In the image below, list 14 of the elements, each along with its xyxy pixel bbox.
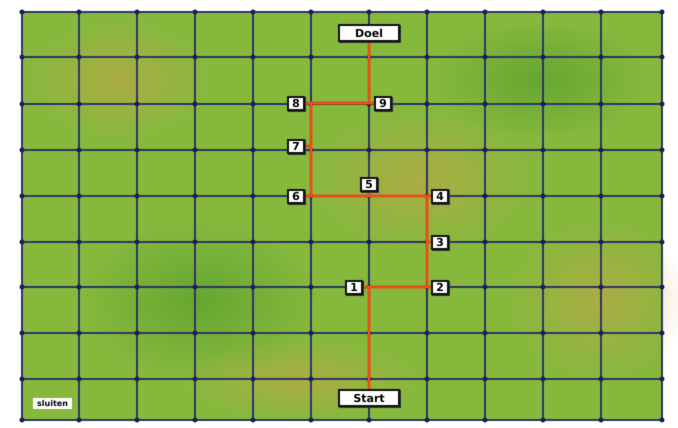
route-line: [426, 240, 431, 288]
close-text: sluiten: [33, 398, 72, 409]
waypoint-label: 7: [287, 138, 305, 154]
route-line: [426, 194, 431, 244]
waypoint-label: 6: [287, 188, 305, 204]
waypoint-label: 8: [287, 96, 305, 110]
waypoint-label: 1: [345, 280, 363, 294]
waypoint-label: 4: [431, 188, 449, 204]
goal-label: Doel: [338, 24, 400, 42]
start-label: Start: [338, 389, 400, 407]
waypoint-label: 2: [431, 280, 449, 294]
waypoint-label: 3: [431, 234, 449, 250]
waypoint-label: 9: [374, 96, 392, 110]
waypoint-label: 5: [360, 176, 378, 192]
